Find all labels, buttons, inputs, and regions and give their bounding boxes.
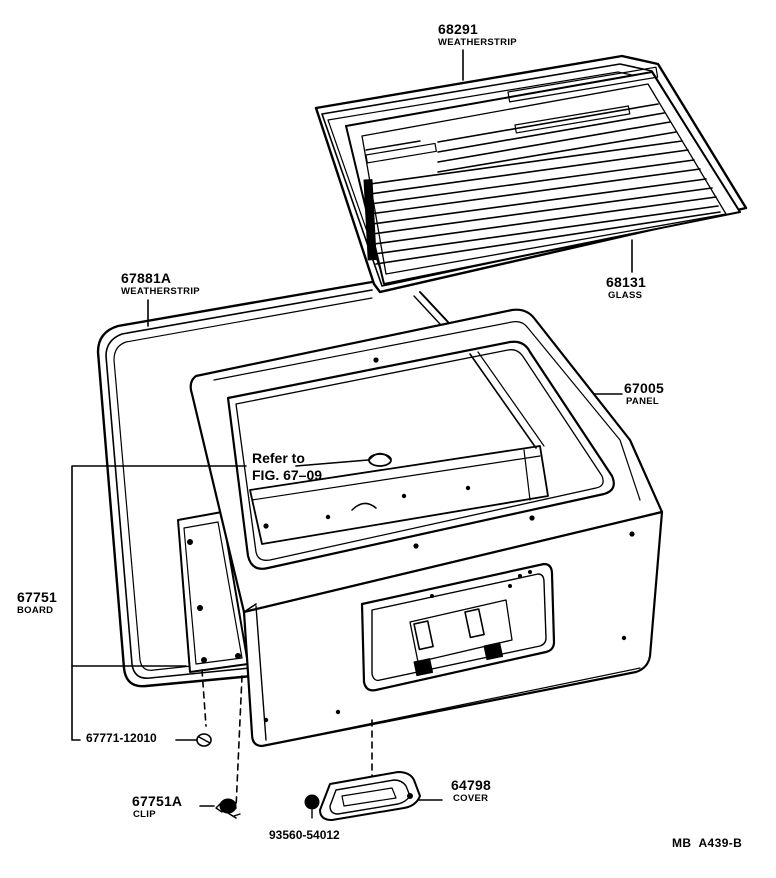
panel-number: 67005 bbox=[624, 380, 664, 396]
board-name: BOARD bbox=[17, 605, 54, 616]
reference-line-2: FIG. 67–09 bbox=[252, 467, 323, 483]
cover-drawing bbox=[319, 771, 421, 821]
weatherstrip-lower-name: WEATHERSTRIP bbox=[121, 286, 200, 297]
leader-lines bbox=[71, 459, 443, 807]
screw-board-number: 67771-12010 bbox=[86, 731, 157, 745]
glass-number: 68131 bbox=[606, 274, 646, 290]
clip-drawing bbox=[215, 798, 241, 819]
glass-drawing bbox=[345, 66, 741, 285]
board-number: 67751 bbox=[17, 589, 57, 605]
screw-cover-drawing bbox=[304, 794, 320, 819]
clip-name: CLIP bbox=[133, 809, 156, 820]
drawing-code: MB A439-B bbox=[672, 836, 743, 850]
weatherstrip-lower-drawing bbox=[96, 280, 449, 688]
screw-cover-number: 93560-54012 bbox=[269, 828, 340, 842]
panel-drawing bbox=[189, 308, 664, 748]
cover-number: 64798 bbox=[451, 777, 491, 793]
panel-name: PANEL bbox=[626, 396, 659, 407]
weatherstrip-upper-number: 68291 bbox=[438, 21, 478, 37]
glass-name: GLASS bbox=[608, 290, 643, 301]
clip-number: 67751A bbox=[132, 793, 183, 809]
screw-board-drawing bbox=[196, 733, 212, 747]
cover-name: COVER bbox=[453, 793, 489, 804]
weatherstrip-upper-name: WEATHERSTRIP bbox=[438, 37, 517, 48]
reference-line-1: Refer to bbox=[252, 450, 305, 466]
weatherstrip-lower-number: 67881A bbox=[121, 270, 172, 286]
